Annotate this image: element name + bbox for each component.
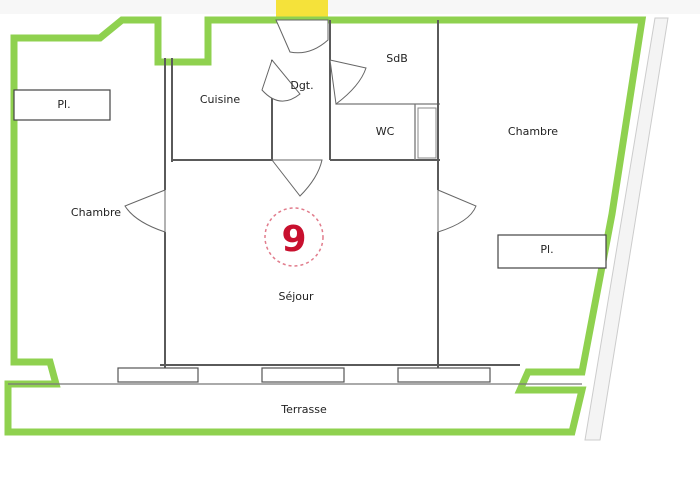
wc-fixture — [417, 107, 437, 159]
window-3 — [397, 367, 491, 383]
logo-glyph: 9 — [281, 219, 306, 260]
top-exterior-strip — [0, 0, 700, 14]
entrance-marker — [276, 0, 328, 18]
window-2 — [261, 367, 345, 383]
doors — [124, 19, 477, 233]
placard-right — [497, 234, 607, 269]
room-label-chambre-left: Chambre — [71, 206, 121, 219]
room-label-degagement: Dgt. — [290, 79, 313, 92]
room-label-sejour: Séjour — [278, 290, 314, 303]
room-label-placard-right: Pl. — [540, 243, 553, 256]
logo-watermark: 9 — [264, 207, 324, 267]
placard-left — [13, 89, 111, 121]
room-label-placard-left: Pl. — [57, 98, 70, 111]
room-label-wc: WC — [376, 125, 395, 138]
neighbor-wall-right — [584, 17, 669, 441]
room-label-cuisine: Cuisine — [200, 93, 240, 106]
window-1 — [117, 367, 199, 383]
room-label-sdb: SdB — [386, 52, 408, 65]
room-label-chambre-right: Chambre — [508, 125, 558, 138]
room-label-terrasse: Terrasse — [280, 403, 327, 416]
